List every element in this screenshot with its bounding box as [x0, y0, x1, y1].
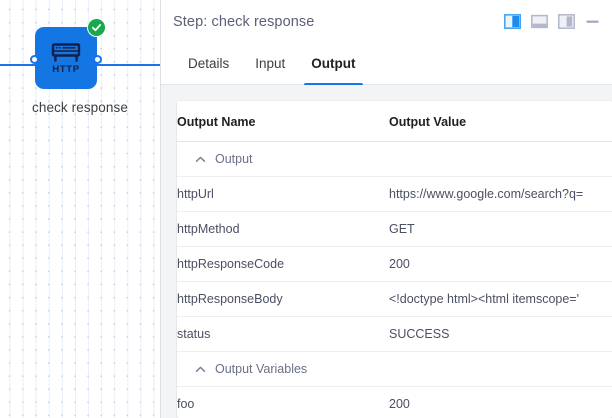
panel-tabs: Details Input Output [161, 43, 612, 85]
output-table: Output Name Output Value [177, 101, 612, 418]
output-table-card: Output Name Output Value [177, 101, 612, 418]
group-cell-output-variables[interactable]: Output Variables [177, 351, 612, 387]
minimize-dash-icon[interactable] [585, 14, 600, 29]
tab-output-label: Output [311, 56, 356, 71]
tab-details[interactable]: Details [175, 43, 242, 84]
group-label-output: Output [215, 152, 253, 166]
edge-outgoing [97, 64, 160, 66]
svg-text:HTTP: HTTP [52, 64, 79, 75]
edge-incoming [0, 64, 36, 66]
split-pane-icon[interactable] [504, 14, 521, 29]
success-check-icon [87, 18, 106, 37]
table-row[interactable]: status SUCCESS [177, 316, 612, 352]
tab-input-label: Input [255, 56, 286, 71]
tab-input[interactable]: Input [242, 43, 298, 84]
output-name-status: status [177, 316, 389, 352]
output-table-header: Output Name Output Value [177, 101, 612, 142]
output-value-foo: 200 [389, 397, 410, 411]
http-node-icon: HTTP [49, 41, 83, 75]
table-row[interactable]: foo 200 [177, 387, 612, 418]
step-details-panel: Step: check response [160, 0, 612, 418]
group-cell-output[interactable]: Output [177, 141, 612, 177]
output-value-httpurl: https://www.google.com/search?q= [389, 176, 612, 212]
right-panel-icon[interactable] [558, 14, 575, 29]
table-row[interactable]: httpMethod GET [177, 211, 612, 247]
node-label: check response [32, 100, 128, 115]
output-name-httpresponsebody: httpResponseBody [177, 281, 389, 317]
output-value-httpresponsebody: <!doctype html><html itemscope=' [389, 281, 612, 317]
node-input-port[interactable] [30, 55, 39, 64]
chevron-up-icon[interactable] [195, 154, 206, 165]
output-name-foo: foo [177, 397, 195, 411]
output-value-httpresponsecode: 200 [389, 246, 612, 282]
node-body[interactable]: HTTP [30, 18, 106, 89]
workflow-node-check-response[interactable]: HTTP [30, 18, 106, 89]
panel-content: Output Name Output Value [161, 85, 612, 418]
tab-details-label: Details [188, 56, 230, 71]
output-value-httpmethod: GET [389, 211, 612, 247]
output-name-httpresponsecode: httpResponseCode [177, 246, 389, 282]
output-table-body: Output httpUrl https://www.google.com/se… [177, 141, 612, 418]
table-row[interactable]: httpResponseBody <!doctype html><html it… [177, 281, 612, 317]
group-row-output[interactable]: Output [177, 141, 612, 177]
table-header-row: Output Name Output Value [177, 101, 612, 142]
group-label-output-variables: Output Variables [215, 362, 308, 376]
table-row[interactable]: httpResponseCode 200 [177, 246, 612, 282]
node-output-port[interactable] [93, 55, 102, 64]
column-header-output-name: Output Name [177, 101, 389, 142]
column-header-output-value: Output Value [389, 101, 612, 142]
tab-output[interactable]: Output [298, 43, 368, 85]
output-name-httpurl: httpUrl [177, 176, 389, 212]
chevron-up-icon[interactable] [195, 364, 206, 375]
workflow-canvas[interactable]: HTTP check response [0, 0, 160, 418]
page-title: Step: check response [173, 13, 315, 30]
output-value-status: SUCCESS [389, 316, 612, 352]
panel-header: Step: check response [161, 0, 612, 43]
bottom-panel-icon[interactable] [531, 14, 548, 29]
group-row-output-variables[interactable]: Output Variables [177, 351, 612, 387]
table-row[interactable]: httpUrl https://www.google.com/search?q= [177, 176, 612, 212]
panel-header-actions [504, 14, 600, 29]
output-name-httpmethod: httpMethod [177, 211, 389, 247]
